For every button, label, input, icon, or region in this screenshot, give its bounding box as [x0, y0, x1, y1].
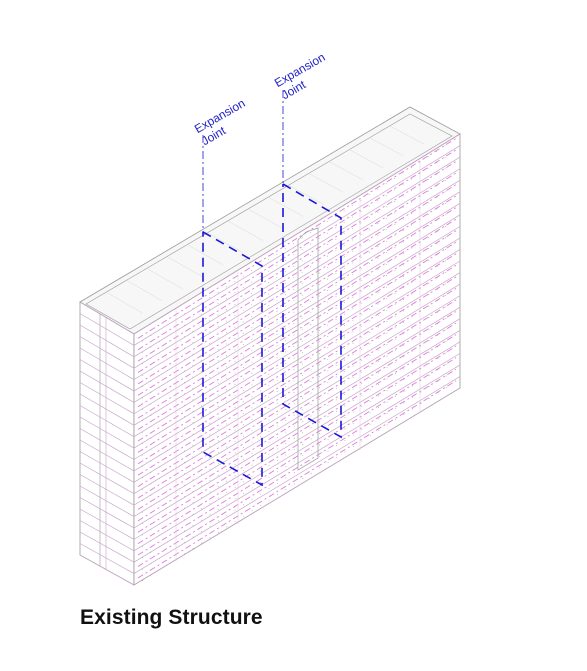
roof-seam — [106, 291, 143, 314]
floor-line — [133, 179, 461, 380]
end-floor-line — [79, 416, 135, 449]
roof-seam — [146, 268, 183, 290]
floor-line — [133, 353, 461, 552]
roof-seam — [288, 185, 324, 205]
window-band — [137, 172, 457, 373]
window-band — [137, 218, 457, 419]
floor-line — [133, 341, 461, 540]
end-floor-line — [79, 313, 135, 346]
window-band — [137, 137, 457, 339]
roof-seam — [187, 244, 223, 265]
floor-line — [133, 295, 461, 495]
roof-seam — [166, 256, 203, 277]
floor-line — [133, 226, 461, 426]
floor-line — [133, 156, 461, 358]
floor-line — [133, 387, 461, 586]
end-floor-line — [79, 301, 135, 335]
floor-line — [133, 249, 461, 449]
expansion-joint-left — [202, 231, 263, 487]
roof-seam — [207, 232, 243, 253]
floor-line — [133, 272, 461, 472]
window-band — [137, 322, 457, 522]
end-floor-line — [79, 508, 135, 540]
end-floor-line — [79, 347, 135, 380]
window-band — [137, 184, 457, 385]
window-band — [137, 207, 457, 408]
joint-notch — [297, 228, 319, 471]
window-band — [137, 357, 457, 556]
floor-line — [133, 306, 461, 506]
floor-line — [133, 237, 461, 437]
window-band — [137, 195, 457, 396]
end-floor-line — [79, 462, 135, 495]
expansion-joint-right — [282, 183, 342, 439]
window-band — [137, 288, 457, 487]
floor-line — [133, 318, 461, 517]
end-floor-line — [79, 359, 135, 392]
end-floor-line — [79, 531, 135, 563]
end-floor-line — [79, 474, 135, 506]
floor-line — [133, 191, 461, 392]
end-floor-line — [79, 520, 135, 552]
end-floor-line — [79, 497, 135, 529]
roof-seam — [126, 280, 163, 302]
roof-seam — [247, 208, 284, 229]
expansion-joint-overlays — [202, 90, 342, 487]
roof-seam — [369, 137, 404, 157]
floor-line — [133, 133, 461, 335]
roof-seam — [389, 125, 424, 145]
end-floor-line — [79, 382, 135, 415]
window-band — [137, 345, 457, 545]
end-floor-line — [79, 393, 135, 426]
roof-seam — [349, 149, 384, 169]
end-floor-line — [79, 370, 135, 403]
end-floor-line — [79, 336, 135, 369]
window-band — [137, 230, 457, 430]
end-floor-line — [79, 543, 135, 574]
window-band — [137, 241, 457, 442]
roof-parapet — [85, 113, 453, 330]
end-floor-line — [79, 324, 135, 358]
floor-line — [133, 376, 461, 574]
roof-seam — [268, 196, 304, 217]
floor-line — [133, 168, 461, 369]
end-floor-line — [79, 439, 135, 472]
roof-seam — [308, 173, 344, 193]
floor-line — [133, 260, 461, 460]
window-band — [137, 311, 457, 510]
window-band — [137, 149, 457, 351]
end-floor-line — [79, 485, 135, 517]
roof-seam — [227, 220, 263, 241]
end-floor-line — [79, 405, 135, 437]
floor-line — [133, 329, 461, 529]
window-band — [137, 334, 457, 533]
window-band — [137, 161, 457, 362]
floor-line — [133, 202, 461, 403]
diagram-title: Existing Structure — [80, 606, 263, 629]
end-floor-line — [79, 554, 135, 586]
roof-seam — [328, 161, 364, 181]
window-band — [137, 253, 457, 453]
window-band — [137, 264, 457, 465]
window-band — [137, 380, 457, 579]
window-band — [137, 368, 457, 567]
floor-line — [133, 364, 461, 563]
building-mass — [79, 106, 461, 586]
window-band — [137, 276, 457, 476]
end-floor-line — [79, 428, 135, 460]
floor-line — [133, 145, 461, 346]
floor-line — [133, 214, 461, 415]
floor-line — [133, 283, 461, 483]
end-floor-line — [79, 451, 135, 483]
window-band — [137, 299, 457, 499]
joint-notch-top — [297, 227, 319, 241]
